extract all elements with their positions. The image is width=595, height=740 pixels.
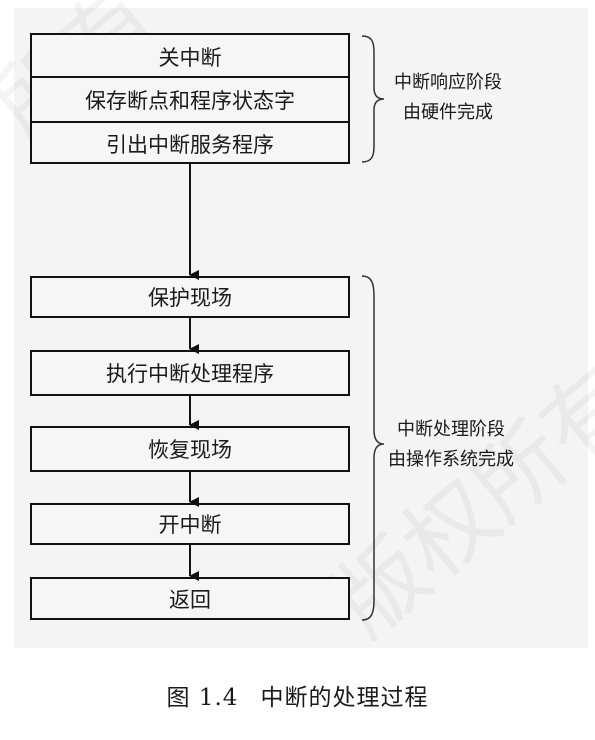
figure-number: 图 1.4 [166, 685, 239, 711]
handling-phase-label-line2: 由操作系统完成 [388, 449, 514, 470]
handling-phase-label-line1: 中断处理阶段 [397, 419, 505, 440]
figure-title: 中断的处理过程 [260, 685, 429, 711]
step-run-handler: 执行中断处理程序 [30, 350, 350, 396]
handling-phase-label: 中断处理阶段 由操作系统完成 [388, 415, 514, 475]
response-phase-label-line1: 中断响应阶段 [394, 72, 502, 93]
row-divider [32, 76, 348, 78]
response-phase-brace [361, 35, 385, 163]
handling-phase-brace [361, 275, 385, 621]
response-phase-box: 关中断 保存断点和程序状态字 引出中断服务程序 [30, 33, 350, 164]
step-disable-interrupt: 关中断 [158, 45, 222, 70]
response-phase-label: 中断响应阶段 由硬件完成 [394, 68, 502, 128]
response-phase-label-line2: 由硬件完成 [403, 102, 493, 123]
figure-caption: 图 1.4 中断的处理过程 [0, 678, 595, 712]
step-save-breakpoint-psw: 保存断点和程序状态字 [85, 88, 295, 113]
brackets [361, 35, 385, 621]
row-divider [32, 121, 348, 123]
step-invoke-service-routine: 引出中断服务程序 [106, 132, 274, 157]
